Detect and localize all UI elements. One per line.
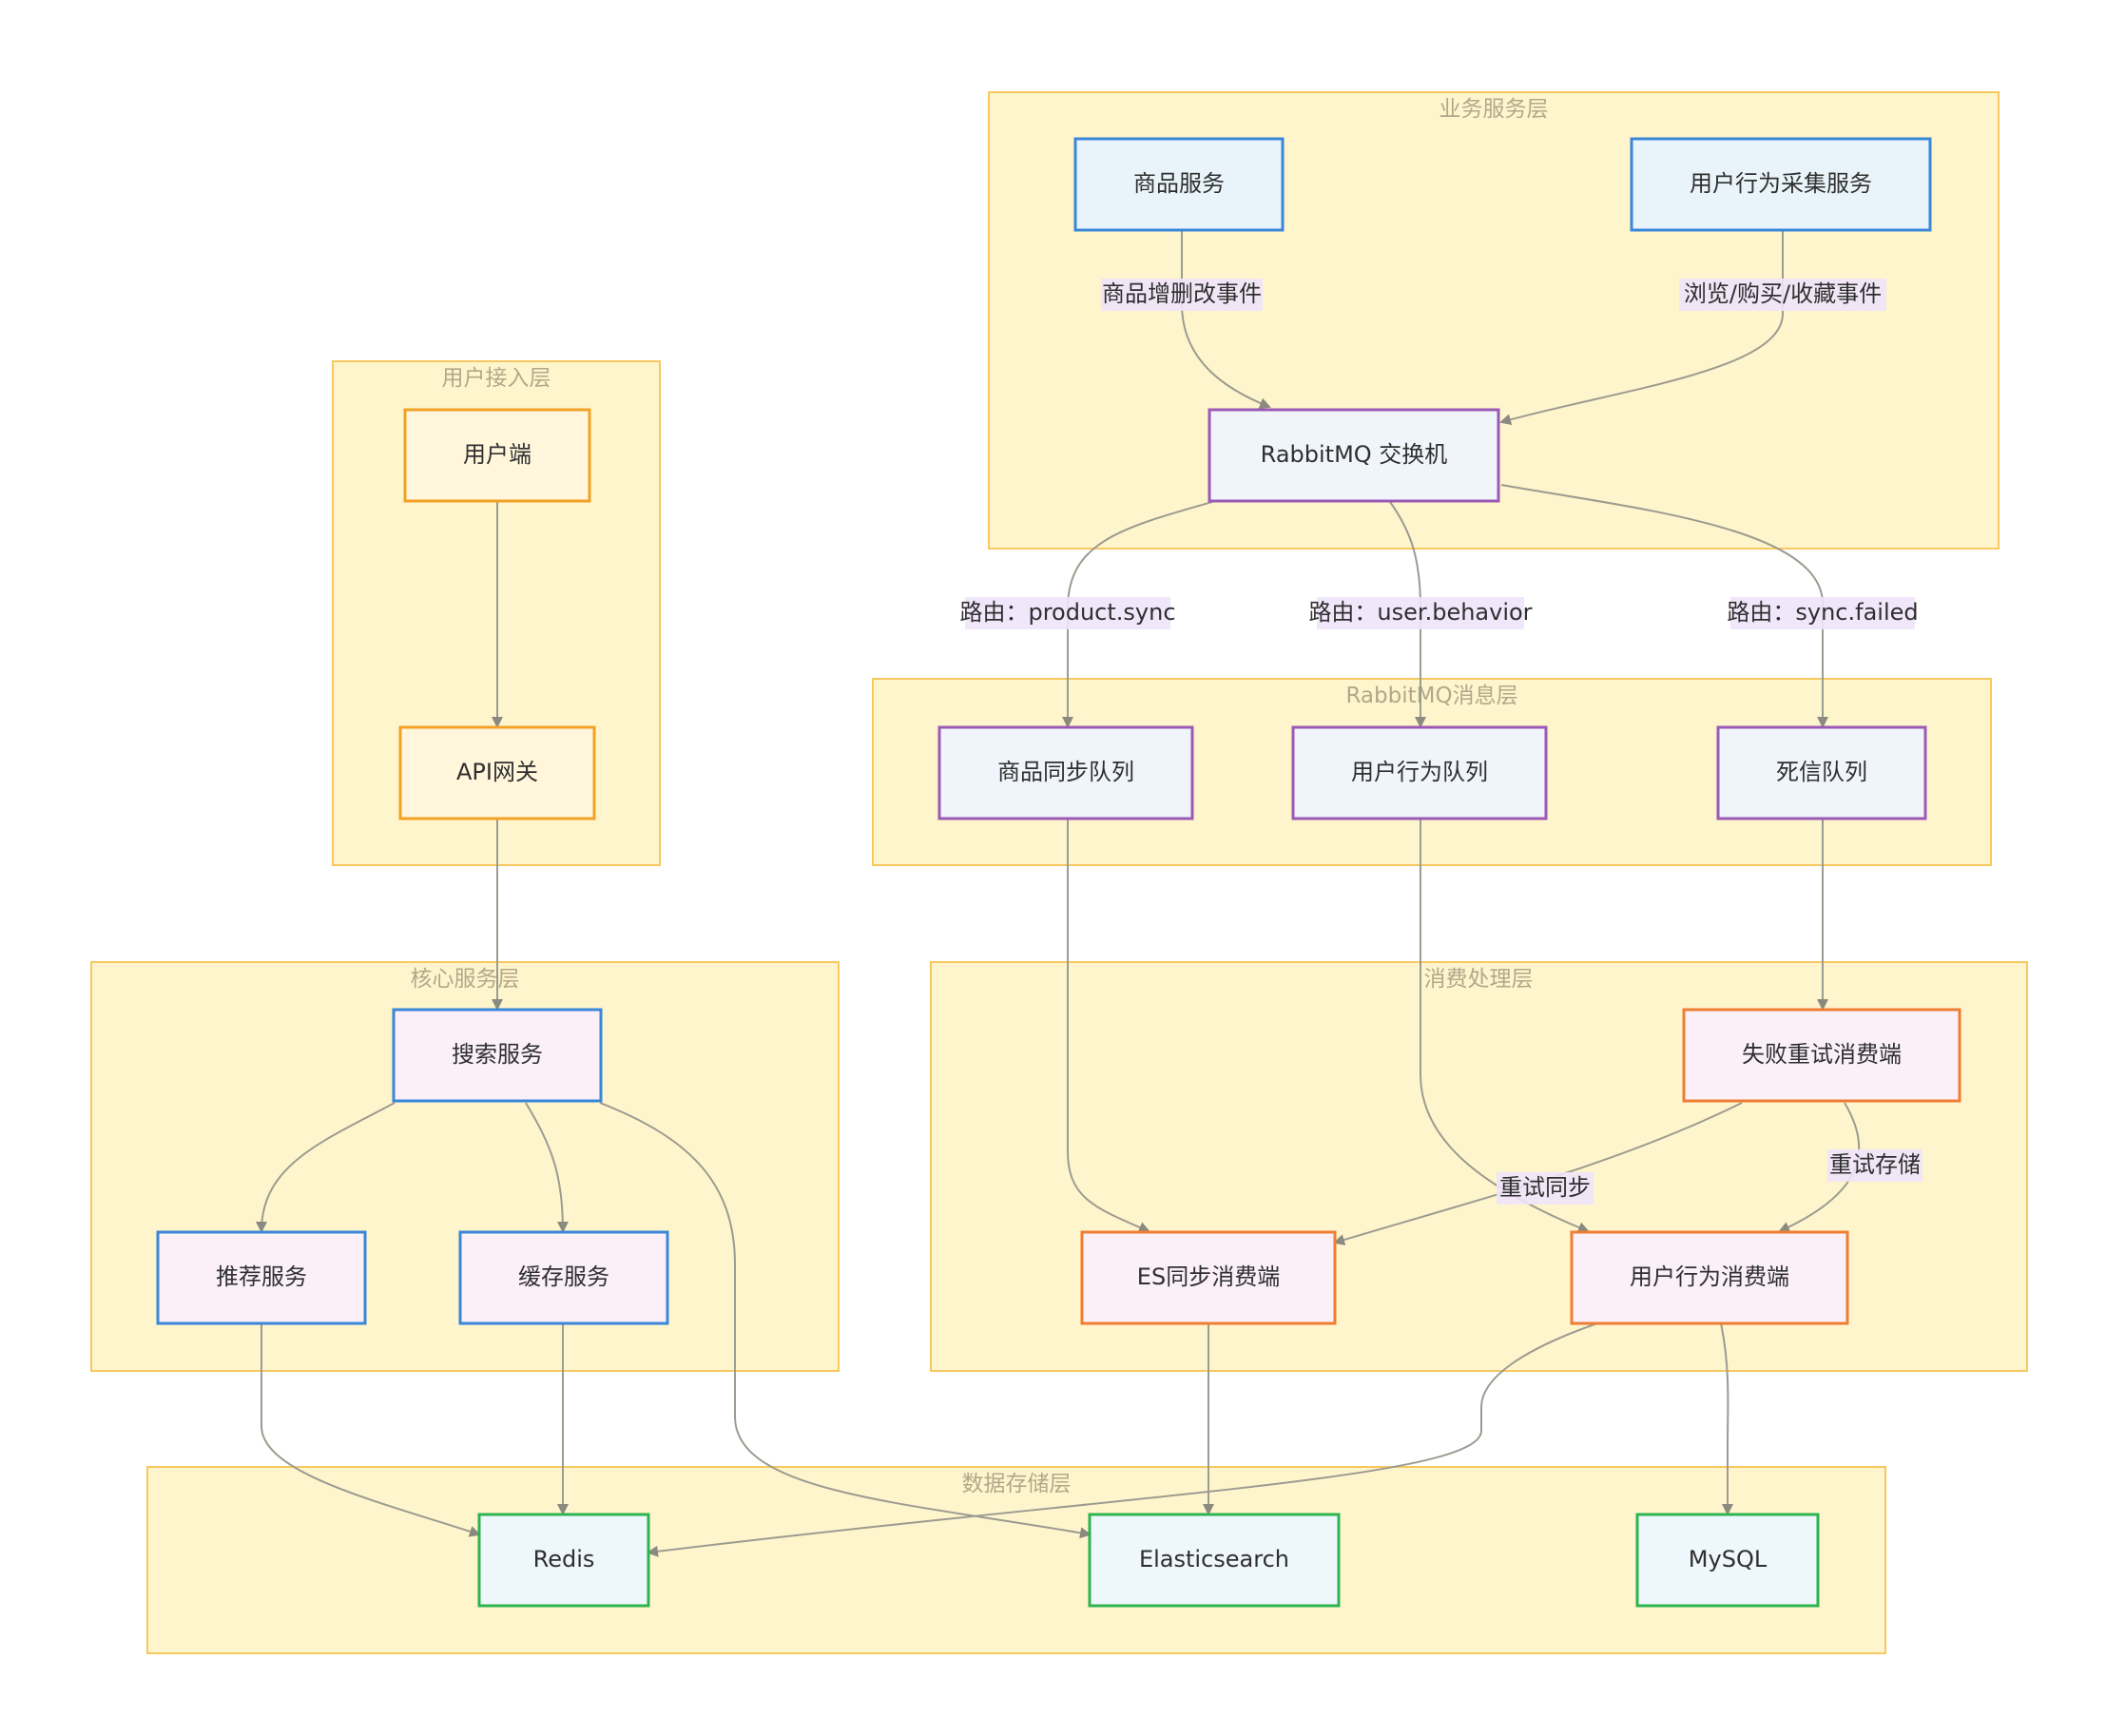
node-label-search-service: 搜索服务 <box>452 1041 543 1068</box>
cluster-title-storage: 数据存储层 <box>962 1472 1072 1496</box>
edge-behavior-consumer-redis <box>647 1322 1598 1557</box>
node-mysql[interactable]: MySQL <box>1635 1513 1820 1608</box>
node-user-client[interactable]: 用户端 <box>403 408 591 503</box>
node-label-product-service: 商品服务 <box>1133 170 1225 197</box>
node-retry-consumer[interactable]: 失败重试消费端 <box>1682 1008 1961 1103</box>
node-search-service[interactable]: 搜索服务 <box>392 1008 603 1103</box>
node-behavior-queue[interactable]: 用户行为队列 <box>1291 725 1548 820</box>
node-label-behavior-consumer: 用户行为消费端 <box>1630 1263 1789 1290</box>
node-label-redis: Redis <box>533 1546 595 1572</box>
cluster-storage: 数据存储层 <box>146 1466 1886 1654</box>
cluster-title-rabbitmq: RabbitMQ消息层 <box>1345 684 1517 708</box>
edge-search-cache <box>525 1102 569 1233</box>
edge-exchange-dead-letter <box>1500 484 1828 728</box>
cluster-title-user-access: 用户接入层 <box>442 366 551 391</box>
edge-label-route-product: 路由：product.sync <box>959 599 1175 626</box>
node-label-dead-letter-queue: 死信队列 <box>1776 759 1867 785</box>
edge-label-route-failed: 路由：sync.failed <box>1727 599 1918 626</box>
node-es-consumer[interactable]: ES同步消费端 <box>1080 1230 1337 1325</box>
edge-labels: 商品增删改事件 浏览/购买/收藏事件 路由：product.sync 路由：us… <box>959 279 1922 1205</box>
node-elasticsearch[interactable]: Elasticsearch <box>1088 1513 1341 1608</box>
node-label-exchange: RabbitMQ 交换机 <box>1261 441 1448 468</box>
node-behavior-collect[interactable]: 用户行为采集服务 <box>1630 137 1932 232</box>
node-api-gateway[interactable]: API网关 <box>398 725 596 820</box>
node-label-es-consumer: ES同步消费端 <box>1137 1263 1280 1290</box>
edge-label-route-behavior: 路由：user.behavior <box>1308 599 1532 626</box>
edge-behavior-exchange <box>1499 231 1784 426</box>
node-label-mysql: MySQL <box>1689 1546 1768 1572</box>
edge-search-recommend <box>256 1102 396 1233</box>
node-behavior-consumer[interactable]: 用户行为消费端 <box>1570 1230 1849 1325</box>
node-redis[interactable]: Redis <box>477 1513 650 1608</box>
node-label-cache-service: 缓存服务 <box>518 1263 609 1290</box>
node-label-user-client: 用户端 <box>463 441 531 468</box>
nodes: 用户端 API网关 商品服务 用户行为采集服务 RabbitMQ 交换机 商品同… <box>156 137 1961 1608</box>
edge-label-behavior-event: 浏览/购买/收藏事件 <box>1684 280 1882 307</box>
edge-label-product-event: 商品增删改事件 <box>1102 280 1262 307</box>
edge-label-retry-sync: 重试同步 <box>1499 1174 1591 1201</box>
node-cache-service[interactable]: 缓存服务 <box>458 1230 669 1325</box>
node-product-service[interactable]: 商品服务 <box>1073 137 1285 232</box>
cluster-title-core: 核心服务层 <box>411 967 520 992</box>
node-label-retry-consumer: 失败重试消费端 <box>1742 1041 1902 1068</box>
node-label-api-gateway: API网关 <box>456 759 538 785</box>
edge-exchange-product-queue <box>1062 501 1213 728</box>
node-label-recommend-service: 推荐服务 <box>216 1263 307 1290</box>
edge-product-exchange <box>1181 231 1271 409</box>
node-label-behavior-collect: 用户行为采集服务 <box>1690 170 1872 197</box>
edge-search-elasticsearch <box>599 1102 1092 1539</box>
edge-label-retry-store: 重试存储 <box>1829 1151 1921 1178</box>
node-label-behavior-queue: 用户行为队列 <box>1351 759 1488 785</box>
edge-recommend-redis <box>261 1323 481 1537</box>
edge-behavior-consumer-mysql <box>1720 1322 1733 1515</box>
edge-product-queue-es-consumer <box>1067 820 1150 1233</box>
cluster-title-business: 业务服务层 <box>1439 97 1549 122</box>
node-dead-letter-queue[interactable]: 死信队列 <box>1716 725 1927 820</box>
node-label-elasticsearch: Elasticsearch <box>1139 1546 1289 1572</box>
edge-behavior-queue-consumer <box>1420 820 1590 1233</box>
node-product-queue[interactable]: 商品同步队列 <box>937 725 1194 820</box>
cluster-title-consumer: 消费处理层 <box>1424 967 1534 992</box>
edges <box>256 231 1861 1557</box>
node-exchange[interactable]: RabbitMQ 交换机 <box>1208 408 1500 503</box>
node-label-product-queue: 商品同步队列 <box>997 759 1134 785</box>
node-recommend-service[interactable]: 推荐服务 <box>156 1230 367 1325</box>
